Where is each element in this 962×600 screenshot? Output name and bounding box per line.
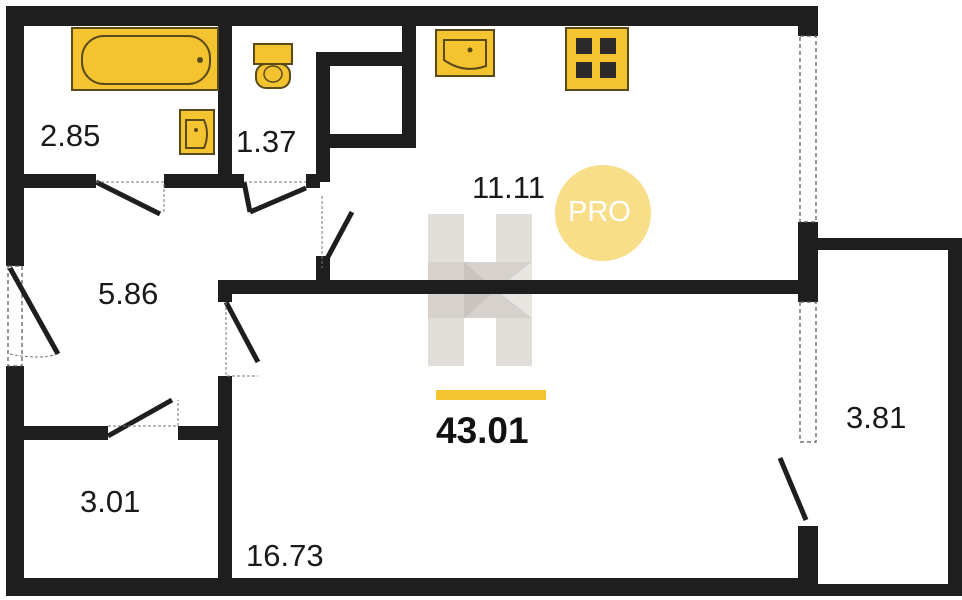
room-area-balcony: 3.81 xyxy=(846,400,907,435)
doors xyxy=(7,179,809,521)
pro-badge xyxy=(555,165,651,261)
room-area-storage: 3.01 xyxy=(80,484,141,519)
room-area-bathroom: 2.85 xyxy=(40,118,101,153)
pro-badge-text: PRO xyxy=(568,196,631,228)
total-area-label: 43.01 xyxy=(436,410,529,451)
sink-icon xyxy=(435,29,495,77)
total-area-accent-bar xyxy=(436,390,546,400)
room-area-kitchen: 11.11 xyxy=(472,170,545,205)
room-area-hallway: 5.86 xyxy=(98,276,159,311)
toilet-icon xyxy=(253,43,293,89)
room-area-toilet: 1.37 xyxy=(236,124,297,159)
bathtub-icon xyxy=(71,27,219,91)
room-area-living-room: 16.73 xyxy=(246,538,324,573)
door-arcs xyxy=(9,181,323,427)
stove-icon xyxy=(565,27,629,91)
sink-icon xyxy=(179,109,215,155)
walls xyxy=(6,6,962,596)
windows xyxy=(7,35,817,443)
